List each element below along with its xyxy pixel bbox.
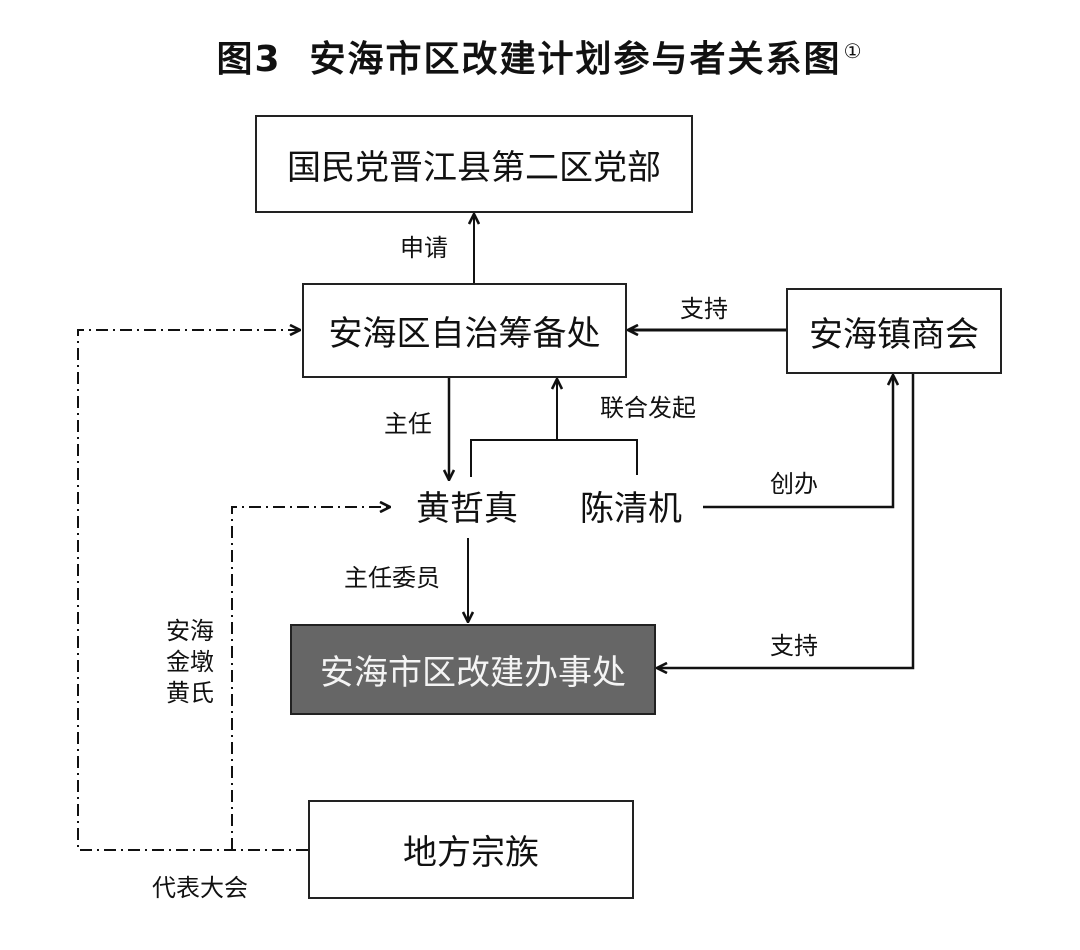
- figure-title-text: 安海市区改建计划参与者关系图: [309, 39, 842, 80]
- edge-founded-arrow: [703, 375, 893, 509]
- edge-chief-commissioner-label: 主任委员: [344, 564, 440, 592]
- edge-assembly-label: 代表大会: [152, 874, 248, 902]
- edge-director-label: 主任: [384, 410, 432, 438]
- edge-apply-label: 申请: [400, 234, 448, 262]
- node-person-chen: 陈清机: [580, 489, 682, 529]
- node-autonomy-prep-office-label: 安海区自治筹备处: [328, 314, 601, 354]
- node-reconstruction-office: 安海市区改建办事处: [290, 624, 656, 715]
- edge-assembly-dashdot: [77, 330, 308, 851]
- edge-founded-label: 创办: [770, 470, 818, 498]
- node-reconstruction-office-label: 安海市区改建办事处: [320, 653, 626, 693]
- node-chamber-of-commerce-label: 安海镇商会: [809, 314, 979, 355]
- edge-support-bottom-label: 支持: [770, 632, 818, 660]
- node-local-clans-label: 地方宗族: [403, 833, 539, 873]
- figure-number: 图3: [216, 39, 282, 80]
- edge-co-initiate-label: 联合发起: [600, 394, 696, 422]
- footnote-mark: ①: [843, 39, 864, 63]
- node-local-clans: 地方宗族: [308, 800, 634, 899]
- node-autonomy-prep-office: 安海区自治筹备处: [302, 283, 627, 378]
- node-chamber-of-commerce: 安海镇商会: [786, 288, 1002, 374]
- edge-co-initiate-bracket: [470, 439, 638, 477]
- huang-clan-line-3: 黄氏: [166, 679, 214, 708]
- edge-huang-clan-dashdot: [231, 507, 390, 850]
- edge-support-bottom-arrow: [657, 373, 915, 668]
- edge-huang-clan-label: 安海 金墩 黄氏: [160, 616, 220, 710]
- node-kmt-branch-label: 国民党晋江县第二区党部: [287, 147, 661, 188]
- huang-clan-line-2: 金墩: [166, 648, 214, 677]
- huang-clan-line-1: 安海: [166, 617, 214, 645]
- node-person-huang: 黄哲真: [416, 489, 518, 529]
- node-kmt-branch: 国民党晋江县第二区党部: [255, 115, 693, 213]
- edge-support-top-label: 支持: [680, 295, 728, 323]
